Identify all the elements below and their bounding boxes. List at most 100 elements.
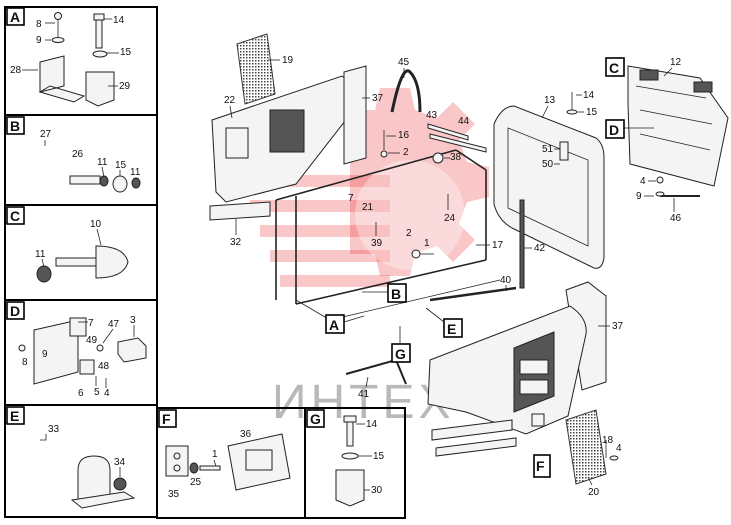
callout-b (387, 283, 407, 303)
watermark-text: ИНТЕХ (272, 376, 455, 429)
svg-text:4: 4 (616, 443, 622, 454)
grille-19 (236, 33, 276, 105)
svg-text:42: 42 (534, 243, 546, 254)
panel-c-label-box (6, 206, 25, 225)
svg-text:B: B (391, 286, 401, 302)
svg-text:2: 2 (406, 228, 412, 239)
pin-26 (69, 175, 101, 185)
strip-37 (343, 65, 367, 165)
svg-text:13: 13 (544, 95, 556, 106)
panel-f-label-box (158, 409, 177, 428)
svg-text:9: 9 (636, 191, 642, 202)
svg-text:39: 39 (371, 238, 383, 249)
svg-text:27: 27 (40, 129, 52, 140)
svg-text:24: 24 (444, 213, 456, 224)
svg-text:2: 2 (403, 147, 409, 158)
panel-b-label-box (6, 116, 25, 135)
callout-c (605, 57, 625, 77)
svg-text:14: 14 (366, 419, 378, 430)
svg-text:10: 10 (90, 219, 102, 230)
svg-text:46: 46 (670, 213, 682, 224)
svg-text:D: D (609, 122, 619, 138)
svg-text:4: 4 (640, 176, 646, 187)
svg-text:4: 4 (104, 388, 110, 399)
svg-text:15: 15 (115, 160, 127, 171)
svg-text:3: 3 (130, 315, 136, 326)
panel-e-label-box (6, 406, 25, 425)
svg-text:1: 1 (212, 449, 218, 460)
svg-text:8: 8 (36, 19, 42, 30)
svg-text:E: E (447, 321, 456, 337)
grille-20 (565, 409, 607, 485)
svg-text:A: A (329, 317, 339, 333)
callout-e (443, 318, 463, 338)
svg-text:12: 12 (670, 57, 682, 68)
svg-text:29: 29 (119, 81, 131, 92)
svg-text:34: 34 (114, 457, 126, 468)
svg-text:25: 25 (190, 477, 202, 488)
bracket-32 (209, 201, 271, 221)
rear-panel-12 (627, 65, 729, 187)
svg-text:44: 44 (458, 116, 470, 127)
panel-c: C 10 11 (4, 204, 158, 301)
panel-b-letter: B (10, 118, 20, 134)
bracket-3 (117, 337, 147, 363)
svg-text:9: 9 (42, 349, 48, 360)
panel-d-letter: D (10, 303, 20, 319)
svg-text:33: 33 (48, 424, 60, 435)
svg-text:20: 20 (588, 487, 600, 498)
svg-text:11: 11 (35, 249, 46, 260)
main-assembly: 19 22 45 37 16 2 43 44 38 13 14 15 51 50… (209, 33, 729, 498)
panel-c-letter: C (10, 208, 20, 224)
nut-11 (36, 265, 52, 283)
svg-text:30: 30 (371, 485, 383, 496)
svg-text:45: 45 (398, 57, 410, 68)
plate-35 (165, 445, 189, 477)
cone-10 (95, 245, 129, 279)
panel-b: B 27 26 11 15 11 (4, 114, 158, 206)
svg-text:32: 32 (230, 237, 242, 248)
svg-text:28: 28 (10, 65, 22, 76)
washer-38 (432, 152, 444, 164)
svg-text:50: 50 (542, 159, 554, 170)
svg-text:38: 38 (450, 152, 462, 163)
svg-text:15: 15 (120, 47, 132, 58)
svg-text:15: 15 (373, 451, 385, 462)
svg-text:15: 15 (586, 107, 598, 118)
svg-text:5: 5 (94, 387, 100, 398)
svg-text:36: 36 (240, 429, 252, 440)
step-plates (431, 419, 517, 457)
svg-text:G: G (395, 346, 406, 362)
block-6 (79, 359, 95, 375)
svg-text:C: C (609, 60, 619, 76)
rod-42 (519, 199, 525, 289)
panel-a-label-box (6, 7, 25, 26)
callout-a (325, 314, 345, 334)
panel-g: G 14 15 30 (304, 407, 406, 519)
panel-f-letter: F (162, 411, 171, 427)
svg-text:14: 14 (113, 15, 125, 26)
svg-text:35: 35 (168, 489, 180, 500)
svg-text:26: 26 (72, 149, 84, 160)
svg-text:47: 47 (108, 319, 120, 330)
svg-text:F: F (536, 458, 545, 474)
handle-45 (390, 69, 422, 113)
frame (275, 149, 487, 305)
bracket-29 (85, 71, 115, 107)
svg-text:40: 40 (500, 275, 512, 286)
svg-text:9: 9 (36, 35, 42, 46)
latch-7 (69, 317, 87, 337)
svg-text:37: 37 (372, 93, 384, 104)
svg-text:49: 49 (86, 335, 98, 346)
svg-text:51: 51 (542, 144, 554, 155)
door-13 (493, 105, 605, 269)
callout-g (391, 343, 411, 363)
plate-d (33, 319, 79, 385)
bracket-e (77, 455, 111, 503)
svg-text:21: 21 (362, 202, 374, 213)
panel-f: F 36 1 25 35 (156, 407, 306, 519)
panel-d: D 7 49 47 3 9 8 48 5 4 6 (4, 299, 158, 406)
svg-text:1: 1 (424, 238, 430, 249)
callout-d (605, 119, 625, 139)
svg-text:19: 19 (282, 55, 294, 66)
